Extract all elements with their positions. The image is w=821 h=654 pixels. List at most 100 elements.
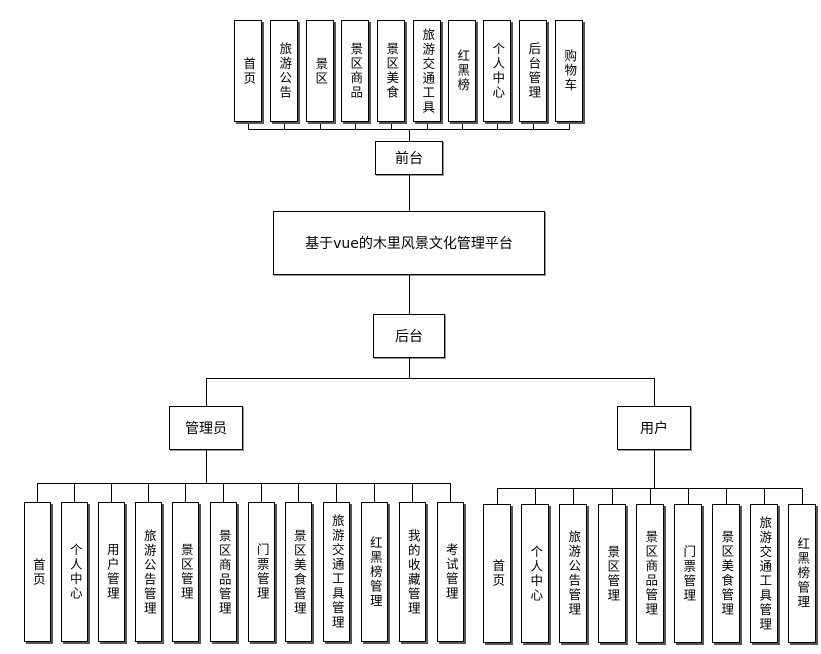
user-branch-line xyxy=(650,488,651,504)
admin-branch-line xyxy=(185,483,186,502)
user-branch-line xyxy=(654,378,655,406)
frontend-branch-line xyxy=(462,122,463,129)
user-module-box-label: 门票管理 xyxy=(681,544,697,603)
user-trunk-line xyxy=(654,450,655,488)
admin-module-box-label: 我的收藏管理 xyxy=(405,528,421,616)
user-branch-line xyxy=(726,488,727,504)
user-role-node: 用户 xyxy=(617,406,691,450)
admin-module-box: 景区管理 xyxy=(172,502,199,642)
trunk-line xyxy=(409,358,410,378)
frontend-branch-line xyxy=(497,122,498,129)
frontend-module-box-label: 旅游交通工具 xyxy=(420,27,436,115)
frontend-module-box-label: 首页 xyxy=(241,56,257,86)
trunk-line xyxy=(409,175,410,211)
admin-module-box: 旅游交通工具管理 xyxy=(323,502,350,642)
frontend-module-box: 景区商品 xyxy=(341,20,369,122)
admin-trunk-line xyxy=(206,450,207,483)
user-module-box: 旅游交通工具管理 xyxy=(750,504,778,643)
trunk-line xyxy=(409,275,410,314)
user-branch-line xyxy=(764,488,765,504)
user-module-box-label: 个人中心 xyxy=(528,544,544,603)
admin-branch-line xyxy=(450,483,451,502)
user-module-box-label: 景区商品管理 xyxy=(643,530,659,617)
frontend-branch-line xyxy=(320,122,321,129)
admin-branch-line xyxy=(148,483,149,502)
frontend-module-box-label: 购物车 xyxy=(562,49,578,93)
admin-module-box: 景区商品管理 xyxy=(210,502,237,642)
frontend-branch-line xyxy=(391,122,392,129)
frontend-module-box: 购物车 xyxy=(555,20,583,122)
user-module-box: 景区管理 xyxy=(598,504,626,643)
frontend-branch-line xyxy=(248,122,249,129)
system-title-node: 基于vue的木里风景文化管理平台 xyxy=(273,211,545,275)
frontend-branch-line xyxy=(569,122,570,129)
frontend-module-box-label: 景区 xyxy=(313,56,329,86)
user-module-box: 红黑榜管理 xyxy=(788,504,816,643)
admin-bus-line xyxy=(37,483,451,484)
admin-module-box: 考试管理 xyxy=(437,502,464,642)
frontend-branch-line xyxy=(355,122,356,129)
user-module-box-label: 首页 xyxy=(490,559,506,588)
frontend-module-box: 首页 xyxy=(234,20,262,122)
user-module-box: 个人中心 xyxy=(521,504,549,643)
frontend-branch-line xyxy=(427,122,428,129)
admin-module-box: 门票管理 xyxy=(248,502,275,642)
admin-module-box-label: 用户管理 xyxy=(104,543,120,601)
admin-branch-line xyxy=(37,483,38,502)
frontend-module-box-label: 个人中心 xyxy=(490,42,506,100)
user-branch-line xyxy=(688,488,689,504)
backend-node: 后台 xyxy=(373,314,445,358)
user-branch-line xyxy=(612,488,613,504)
backend-split-line xyxy=(206,378,655,379)
admin-module-box-label: 门票管理 xyxy=(254,543,270,601)
admin-module-box-label: 首页 xyxy=(30,557,46,587)
admin-branch-line xyxy=(111,483,112,502)
admin-module-box-label: 景区美食管理 xyxy=(291,528,307,616)
admin-module-box: 首页 xyxy=(24,502,51,642)
user-module-box-label: 旅游公告管理 xyxy=(566,530,582,617)
user-module-box-label: 旅游交通工具管理 xyxy=(757,515,773,632)
admin-role-node: 管理员 xyxy=(169,406,243,450)
admin-branch-line xyxy=(261,483,262,502)
admin-module-box: 旅游公告管理 xyxy=(135,502,162,642)
frontend-module-box: 景区美食 xyxy=(377,20,405,122)
admin-role-node-label: 管理员 xyxy=(185,421,227,437)
admin-module-box-label: 旅游交通工具管理 xyxy=(329,514,345,630)
frontend-module-box-label: 景区美食 xyxy=(384,42,400,100)
admin-branch-line xyxy=(298,483,299,502)
frontend-node: 前台 xyxy=(375,141,443,175)
user-module-box: 景区商品管理 xyxy=(636,504,664,643)
user-branch-line xyxy=(497,488,498,504)
user-module-box-label: 红黑榜管理 xyxy=(795,537,811,610)
admin-module-box: 我的收藏管理 xyxy=(399,502,426,642)
user-module-box-label: 景区管理 xyxy=(605,544,621,603)
frontend-module-box-label: 旅游公告 xyxy=(277,42,293,100)
admin-branch-line xyxy=(412,483,413,502)
frontend-module-box-label: 红黑榜 xyxy=(455,49,471,93)
user-branch-line xyxy=(573,488,574,504)
admin-module-box: 用户管理 xyxy=(98,502,125,642)
admin-module-box: 景区美食管理 xyxy=(285,502,312,642)
frontend-branch-line xyxy=(533,122,534,129)
user-module-box: 旅游公告管理 xyxy=(559,504,587,643)
admin-module-box-label: 红黑榜管理 xyxy=(367,535,383,609)
frontend-module-box: 旅游交通工具 xyxy=(413,20,441,122)
user-module-box: 门票管理 xyxy=(674,504,702,643)
admin-branch-line xyxy=(374,483,375,502)
user-branch-line xyxy=(802,488,803,504)
frontend-module-box: 旅游公告 xyxy=(270,20,298,122)
system-title-node-label: 基于vue的木里风景文化管理平台 xyxy=(305,236,513,252)
frontend-node-label: 前台 xyxy=(395,151,423,167)
frontend-module-box-label: 后台管理 xyxy=(526,42,542,100)
admin-branch-line xyxy=(74,483,75,502)
user-role-node-label: 用户 xyxy=(640,421,668,437)
frontend-module-box: 红黑榜 xyxy=(448,20,476,122)
user-module-box: 景区美食管理 xyxy=(712,504,740,643)
frontend-module-box-label: 景区商品 xyxy=(348,42,364,100)
frontend-branch-line xyxy=(284,122,285,129)
admin-module-box: 个人中心 xyxy=(61,502,88,642)
user-module-box: 首页 xyxy=(483,504,511,643)
backend-node-label: 后台 xyxy=(395,329,423,345)
trunk-line xyxy=(409,129,410,141)
